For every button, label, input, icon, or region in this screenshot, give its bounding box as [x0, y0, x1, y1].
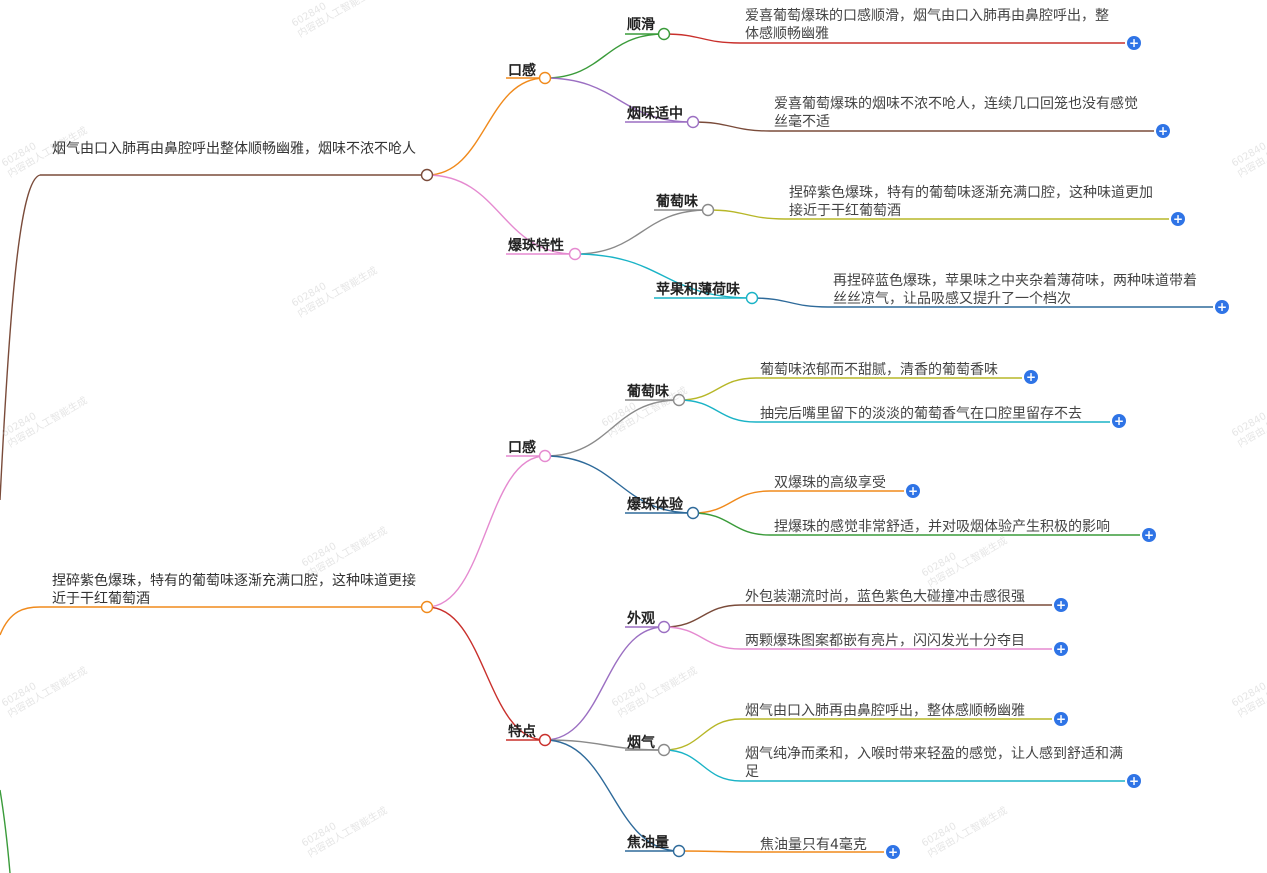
- expand-plus-icon[interactable]: +: [906, 484, 920, 498]
- connector-curve: [426, 174, 576, 255]
- node-dot[interactable]: [538, 733, 552, 747]
- expand-plus-icon[interactable]: +: [1171, 212, 1185, 226]
- expand-plus-icon[interactable]: +: [1127, 774, 1141, 788]
- leaf-waiguan-a[interactable]: 外包装潮流时尚，蓝色紫色大碰撞冲击感很强: [745, 589, 1025, 605]
- connector-curve: [544, 77, 694, 123]
- connector-curve: [544, 399, 680, 457]
- connector-curve: [426, 606, 546, 741]
- node-yanqi[interactable]: 烟气: [627, 735, 655, 751]
- connector-curve: [544, 33, 665, 79]
- trunk-line: [0, 789, 11, 873]
- leaf-yanqi-b[interactable]: 烟气纯净而柔和，入喉时带来轻盈的感觉，让人感到舒适和满足: [745, 746, 1123, 780]
- node-putao-2[interactable]: 葡萄味: [627, 384, 669, 400]
- connector-curve: [692, 121, 771, 132]
- node-dot[interactable]: [568, 247, 582, 261]
- connector-curve: [663, 626, 742, 650]
- leaf-shunhua[interactable]: 爱喜葡萄爆珠的口感顺滑，烟气由口入肺再由鼻腔呼出，整体感顺畅幽雅: [745, 8, 1109, 42]
- leaf-putao-2b[interactable]: 抽完后嘴里留下的淡淡的葡萄香气在口腔里留存不去: [760, 406, 1082, 422]
- node-putao-1[interactable]: 葡萄味: [656, 194, 698, 210]
- connector-curve: [663, 604, 742, 628]
- connector-curve: [426, 455, 546, 608]
- expand-plus-icon[interactable]: +: [1054, 598, 1068, 612]
- node-tiyan[interactable]: 爆珠体验: [627, 497, 683, 513]
- node-dot[interactable]: [672, 393, 686, 407]
- connector-curve: [544, 739, 680, 852]
- expand-plus-icon[interactable]: +: [1127, 36, 1141, 50]
- leaf-tiyan-b[interactable]: 捏爆珠的感觉非常舒适，并对吸烟体验产生积极的影响: [774, 519, 1110, 535]
- connector-curve: [426, 77, 546, 176]
- node-dot[interactable]: [686, 115, 700, 129]
- node-jiaoyou[interactable]: 焦油量: [627, 835, 669, 851]
- leaf-putao-1[interactable]: 捏碎紫色爆珠，特有的葡萄味逐渐充满口腔，这种味道更加接近于干红葡萄酒: [789, 185, 1153, 219]
- node-dot[interactable]: [538, 449, 552, 463]
- node-shunhua[interactable]: 顺滑: [627, 17, 655, 33]
- connector-curve: [663, 749, 742, 782]
- node-dot[interactable]: [701, 203, 715, 217]
- node-dot[interactable]: [657, 620, 671, 634]
- node-dot[interactable]: [538, 71, 552, 85]
- expand-plus-icon[interactable]: +: [1215, 300, 1229, 314]
- leaf-tiyan-a[interactable]: 双爆珠的高级享受: [774, 475, 886, 491]
- leaf-putao-2a[interactable]: 葡萄味浓郁而不甜腻，清香的葡萄香味: [760, 362, 998, 378]
- leaf-yanqi-a[interactable]: 烟气由口入肺再由鼻腔呼出，整体感顺畅幽雅: [745, 703, 1025, 719]
- node-baozhu[interactable]: 爆珠特性: [508, 238, 564, 254]
- node-dot[interactable]: [420, 600, 434, 614]
- node-dot[interactable]: [420, 168, 434, 182]
- node-dot[interactable]: [657, 27, 671, 41]
- connector-curve: [707, 209, 786, 220]
- node-pingguo[interactable]: 苹果和薄荷味: [656, 282, 740, 298]
- expand-plus-icon[interactable]: +: [1156, 124, 1170, 138]
- connector-curve: [751, 297, 829, 308]
- node-dot[interactable]: [745, 291, 759, 305]
- connector-curve: [574, 209, 709, 255]
- connector-curve: [663, 718, 742, 751]
- node-yanwei[interactable]: 烟味适中: [627, 106, 683, 122]
- connector-curve: [678, 850, 757, 853]
- connector-curve: [544, 626, 665, 741]
- expand-plus-icon[interactable]: +: [1054, 642, 1068, 656]
- branch1-topic[interactable]: 烟气由口入肺再由鼻腔呼出整体顺畅幽雅，烟味不浓不呛人: [52, 141, 416, 157]
- node-waiguan[interactable]: 外观: [627, 611, 655, 627]
- connector-curve: [678, 399, 757, 423]
- expand-plus-icon[interactable]: +: [1142, 528, 1156, 542]
- branch2-topic[interactable]: 捏碎紫色爆珠，特有的葡萄味逐渐充满口腔，这种味道更接近于干红葡萄酒: [52, 573, 416, 607]
- connector-curve: [678, 377, 757, 401]
- trunk-line: [0, 606, 41, 636]
- node-kougan-1[interactable]: 口感: [508, 63, 536, 79]
- node-dot[interactable]: [657, 743, 671, 757]
- expand-plus-icon[interactable]: +: [1112, 414, 1126, 428]
- node-tedian[interactable]: 特点: [508, 724, 536, 740]
- connector-curve: [692, 512, 771, 536]
- expand-plus-icon[interactable]: +: [1024, 370, 1038, 384]
- node-dot[interactable]: [672, 844, 686, 858]
- leaf-jiaoyou[interactable]: 焦油量只有4毫克: [760, 837, 867, 853]
- trunk-line: [0, 174, 41, 501]
- connector-curve: [544, 455, 694, 514]
- leaf-pingguo[interactable]: 再捏碎蓝色爆珠，苹果味之中夹杂着薄荷味，两种味道带着丝丝凉气，让品吸感又提升了一…: [833, 273, 1197, 307]
- leaf-yanwei[interactable]: 爱喜葡萄爆珠的烟味不浓不呛人，连续几口回笼也没有感觉丝毫不适: [774, 96, 1138, 130]
- leaf-waiguan-b[interactable]: 两颗爆珠图案都嵌有亮片，闪闪发光十分夺目: [745, 633, 1025, 649]
- node-kougan-2[interactable]: 口感: [508, 440, 536, 456]
- expand-plus-icon[interactable]: +: [886, 845, 900, 859]
- node-dot[interactable]: [686, 506, 700, 520]
- connector-curve: [663, 33, 741, 44]
- connector-curve: [692, 490, 771, 514]
- expand-plus-icon[interactable]: +: [1054, 712, 1068, 726]
- connector-curve: [574, 253, 753, 299]
